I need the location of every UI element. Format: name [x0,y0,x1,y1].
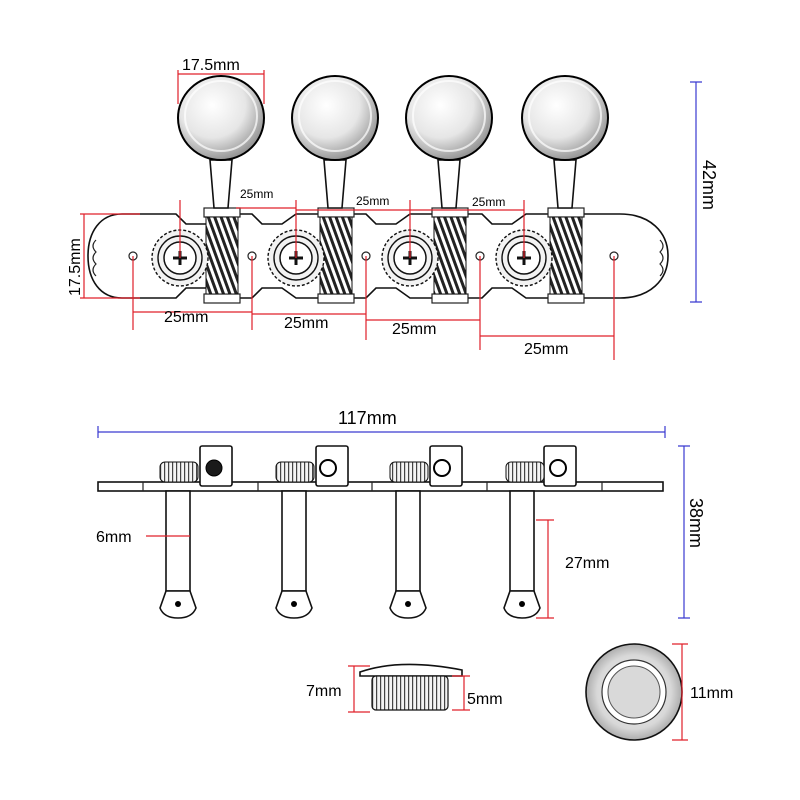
side-view-dimensions [97,426,690,619]
side-tuner-3 [389,445,463,619]
side-plate [97,481,664,492]
label-bushing-height: 7mm [306,683,342,700]
label-gear-spacing-3: 25mm [472,195,505,209]
side-tuner-2 [275,445,349,619]
knob-2 [291,75,379,161]
plate-left-scallop [92,239,97,277]
label-post-diameter: 6mm [96,529,132,546]
bushing-top-view: 11mm [585,643,733,741]
knob-1 [177,75,265,161]
bushing-side-view: 7mm 5mm [306,663,503,713]
label-plate-height: 17.5mm [67,238,84,296]
side-tuner-1 [159,445,233,619]
label-total-length: 117mm [338,408,397,428]
label-post-length: 27mm [565,555,609,572]
label-hole-spacing-4: 25mm [524,341,568,358]
label-side-height: 38mm [686,498,706,548]
label-bushing-diameter: 11mm [690,685,733,702]
plate-right-scallop [659,239,664,277]
label-gear-spacing-2: 25mm [356,194,389,208]
side-view: 117mm 38mm 6mm 27mm [96,408,706,619]
label-hole-spacing-3: 25mm [392,321,436,338]
label-hole-spacing-2: 25mm [284,315,328,332]
label-knob-width: 17.5mm [182,57,240,74]
label-total-height: 42mm [699,160,719,210]
side-tuner-4 [503,445,577,619]
knob-3 [405,75,493,161]
top-view: 17.5mm 42mm 17.5mm 25mm 25mm 25mm 25mm 2… [67,57,719,360]
top-view-dimensions [80,70,702,360]
knob-4 [521,75,609,161]
label-hole-spacing-1: 25mm [164,309,208,326]
label-bushing-inner-height: 5mm [467,691,503,708]
label-gear-spacing-1: 25mm [240,187,273,201]
